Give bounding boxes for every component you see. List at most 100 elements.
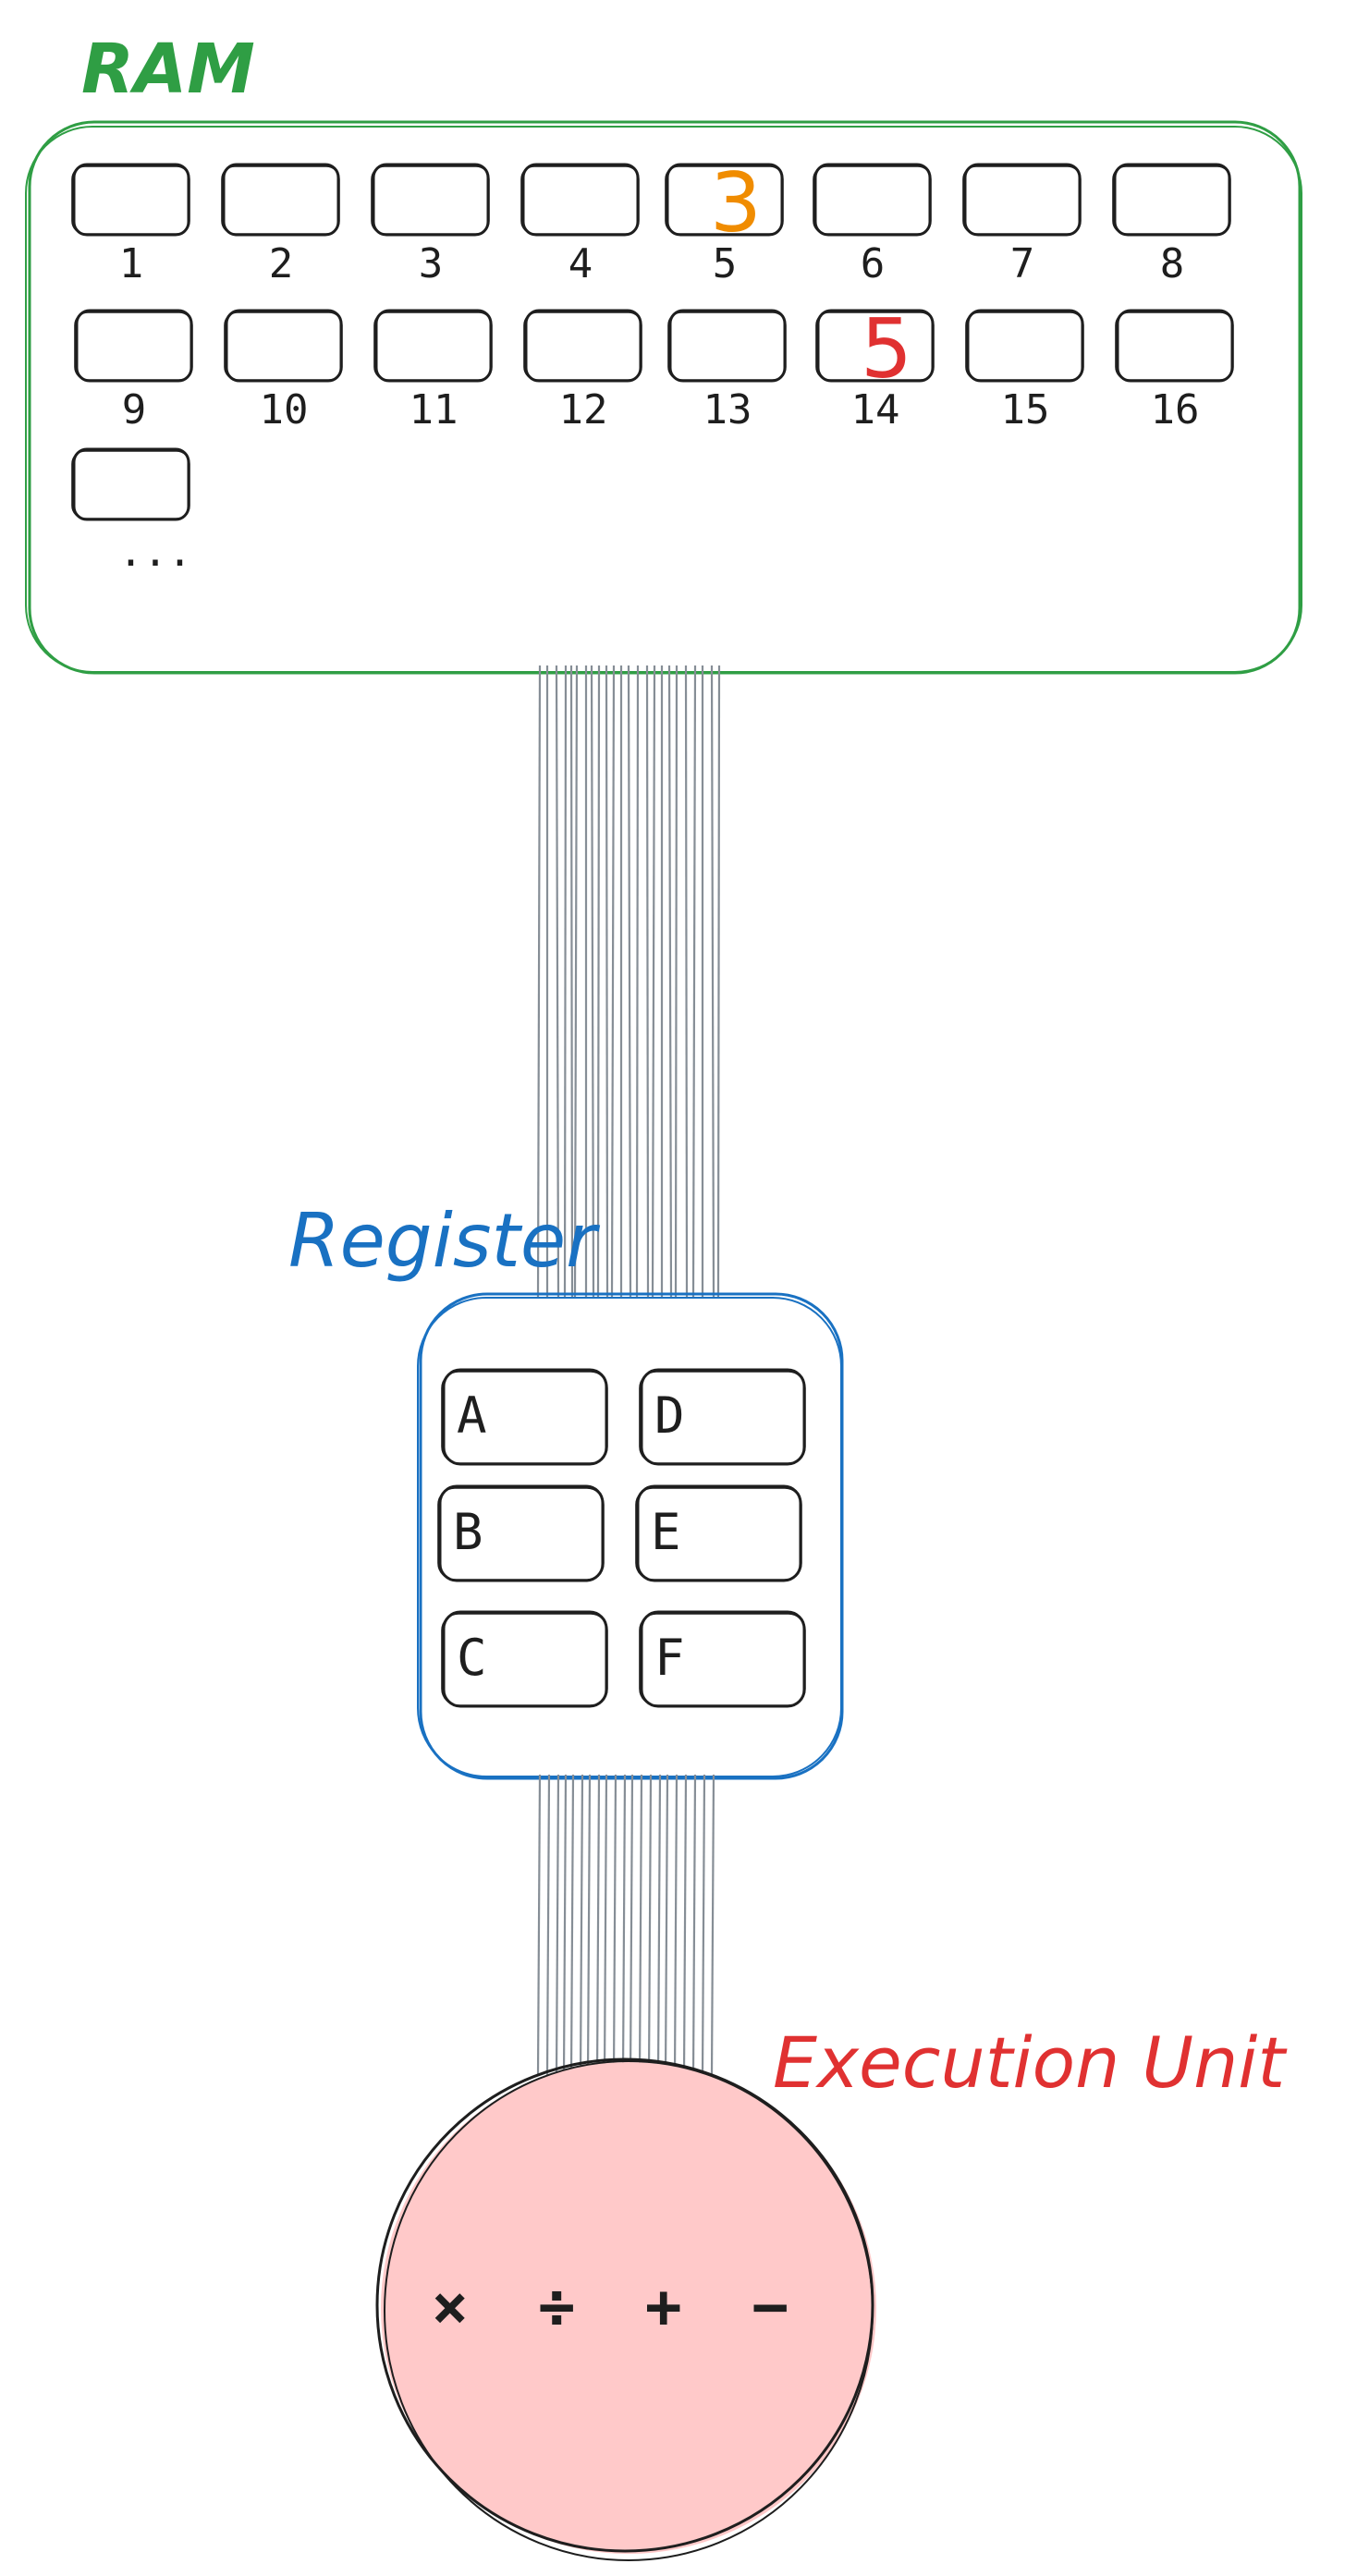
- register-title: Register: [288, 1198, 601, 1284]
- bus-wire: [667, 665, 673, 1299]
- ram-cell-address: 13: [703, 386, 752, 433]
- bus-wire: [691, 1774, 697, 2077]
- execution-unit-circle: [375, 2057, 876, 2561]
- bus-wire: [645, 665, 650, 1299]
- ram-cell-box: [965, 309, 1084, 383]
- register-cell-label: A: [457, 1386, 487, 1445]
- ram-cell: 2: [221, 163, 340, 287]
- ram-cell: 9: [74, 309, 193, 433]
- register-cell-label: F: [654, 1629, 685, 1687]
- bus-wire: [691, 665, 697, 1299]
- bus-wire: [710, 1774, 715, 2077]
- ram-cell-address: 16: [1151, 386, 1200, 433]
- register-cell-box: [639, 1610, 806, 1708]
- ram-cell: 16: [1115, 309, 1234, 433]
- ram-cell-address: 9: [122, 386, 147, 433]
- ram-cell-box: [667, 309, 787, 383]
- ram-cell-box: [371, 163, 490, 237]
- bus-wire: [684, 665, 689, 1299]
- bus-wire: [647, 1774, 653, 2077]
- execution-unit-operators: × ÷ + −: [432, 2271, 805, 2342]
- register-cell-label: D: [654, 1386, 685, 1445]
- bus-wire: [563, 665, 568, 1299]
- ram-cell: 7: [962, 163, 1082, 287]
- bus-wire: [573, 665, 579, 1299]
- register-cell-label: B: [453, 1503, 483, 1561]
- bus-wire: [673, 1774, 678, 2077]
- bus-wire: [555, 665, 560, 1299]
- bus-wire: [595, 1774, 601, 2077]
- bus-wire: [586, 1774, 592, 2077]
- ram-cell-box: [74, 309, 193, 383]
- bus-wire: [682, 1774, 688, 2077]
- ram-cell: 10: [224, 309, 343, 433]
- bus-wire: [656, 1774, 662, 2077]
- ram-cell-address: 15: [1001, 386, 1050, 433]
- ram-cell: 8: [1112, 163, 1231, 287]
- ram-cell: 15: [965, 309, 1084, 433]
- ram-cell-address: ...: [118, 529, 191, 576]
- ram-cell-address: 4: [568, 240, 593, 287]
- bus-wire: [635, 665, 640, 1299]
- ram-cell-address: 10: [260, 386, 309, 433]
- ram-cell-address: 12: [559, 386, 608, 433]
- ram-cell-address: 1: [119, 240, 144, 287]
- register-cell-box: [437, 1484, 605, 1582]
- ram-title: RAM: [81, 30, 255, 109]
- bus-wire: [596, 665, 601, 1299]
- bus-wire: [569, 1774, 575, 2077]
- ram-cell: 1: [71, 163, 190, 287]
- ram-cell: 53: [665, 155, 784, 287]
- register-cell-box: [441, 1610, 608, 1708]
- register-cell: E: [635, 1484, 802, 1582]
- ram-cell-address: 8: [1160, 240, 1185, 287]
- bus-wire: [569, 665, 574, 1299]
- ram-cell: 4: [520, 163, 640, 287]
- ram-cell: 6: [813, 163, 932, 287]
- ram-cell-address: 14: [851, 386, 900, 433]
- bus-wire: [590, 665, 595, 1299]
- ram-cell: 12: [523, 309, 642, 433]
- bus-wire: [536, 1774, 542, 2077]
- bus-wire: [651, 665, 656, 1299]
- ram-cell-box: [221, 163, 340, 237]
- bus-wire: [603, 1774, 608, 2077]
- bus-wire: [612, 1774, 617, 2077]
- bus-wire: [605, 665, 609, 1299]
- bus-wire: [674, 665, 678, 1299]
- ram-cell-box: [815, 309, 935, 383]
- bus-wire: [710, 665, 715, 1299]
- register-cell: B: [437, 1484, 605, 1582]
- ram-cell-address: 11: [410, 386, 458, 433]
- bus-wire: [627, 665, 632, 1299]
- ram-cell-address: 6: [861, 240, 886, 287]
- register-cell-label: C: [457, 1629, 487, 1687]
- register-cell-box: [635, 1484, 802, 1582]
- ram-cell-box: [373, 309, 493, 383]
- ram-cell-box: [71, 447, 190, 521]
- data-bus-register-execution: [536, 1774, 715, 2077]
- ram-cell-value: 3: [710, 155, 762, 250]
- ram-cell-value: 5: [861, 301, 912, 397]
- ram-cell-address: 3: [419, 240, 444, 287]
- execution-unit-title: Execution Unit: [773, 2021, 1288, 2104]
- ram-cell: 3: [371, 163, 490, 287]
- ram-cell: ...: [71, 447, 192, 576]
- bus-wire: [638, 1774, 643, 2077]
- ram-cell-box: [813, 163, 932, 237]
- ram-cell: 13: [667, 309, 787, 433]
- ram-cell-box: [71, 163, 190, 237]
- ram-cell-box: [1115, 309, 1234, 383]
- bus-wire: [621, 1774, 627, 2077]
- bus-wire: [555, 1774, 560, 2077]
- bus-wire: [545, 1774, 551, 2077]
- bus-wire: [701, 1774, 706, 2077]
- register-cell: D: [639, 1368, 806, 1466]
- register-cell: A: [441, 1368, 608, 1466]
- ram-cell-box: [962, 163, 1082, 237]
- bus-wire: [629, 1774, 634, 2077]
- data-bus-ram-register: [536, 665, 721, 1299]
- ram-cell-box: [224, 309, 343, 383]
- ram-container: [25, 120, 1302, 675]
